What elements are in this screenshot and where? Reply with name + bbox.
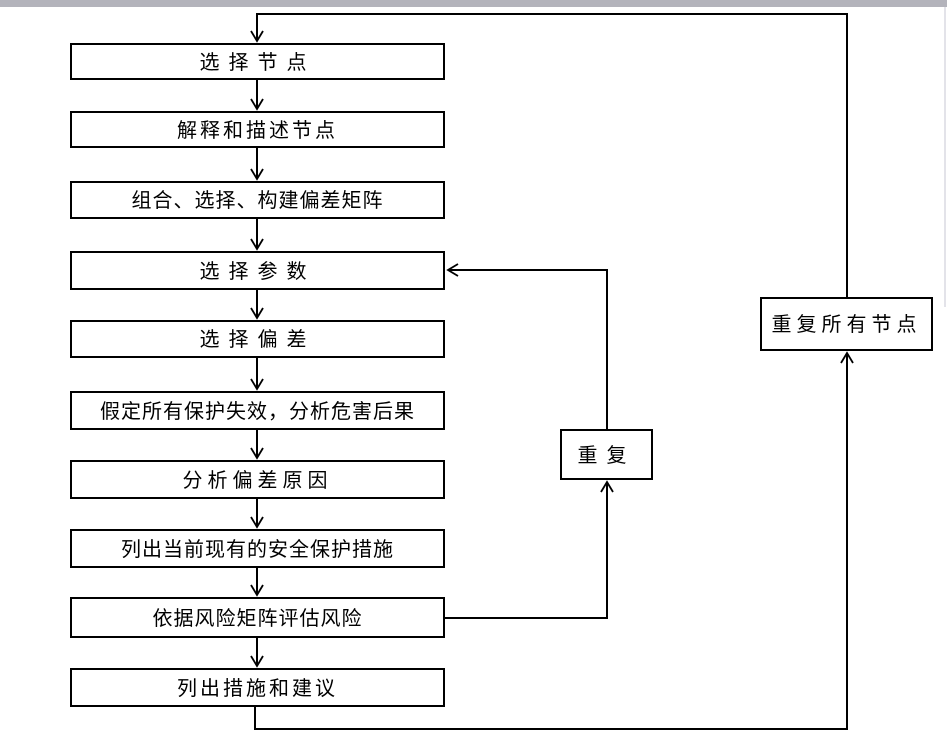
flow-arrows: [250, 13, 854, 730]
flow-step-select-parameter: 选择参数: [70, 251, 445, 290]
flow-step-label: 分析偏差原因: [182, 469, 333, 492]
arrow-step10-repeat-all: [254, 351, 854, 730]
flow-step-label: 组合、选择、构建偏差矩阵: [131, 190, 384, 212]
flow-step-label: 解释和描述节点: [177, 119, 338, 142]
arrow-step9-repeat: [445, 480, 614, 619]
flow-step-label: 假定所有保护失效，分析危害后果: [100, 400, 415, 423]
arrow-repeat-step4: [446, 263, 608, 429]
flow-step-assume-protection-failure: 假定所有保护失效，分析危害后果: [70, 391, 445, 430]
flow-step-explain-describe-node: 解释和描述节点: [70, 111, 445, 148]
flow-step-assess-risk-matrix: 依据风险矩阵评估风险: [70, 597, 445, 638]
flow-step-select-deviation: 选择偏差: [70, 320, 445, 358]
flow-step-build-deviation-matrix: 组合、选择、构建偏差矩阵: [70, 181, 445, 219]
window-top-edge: [0, 0, 947, 7]
flow-step-label: 列出当前现有的安全保护措施: [121, 538, 394, 561]
window-right-edge: [944, 7, 946, 307]
flow-step-label: 依据风险矩阵评估风险: [152, 607, 363, 630]
flow-step-label: 选择参数: [199, 260, 316, 283]
flow-step-list-existing-safeguards: 列出当前现有的安全保护措施: [70, 529, 445, 568]
flow-step-select-node: 选择节点: [70, 43, 445, 80]
flow-loop-label: 重复所有节点: [771, 314, 922, 336]
flow-step-label: 列出措施和建议: [177, 677, 338, 700]
flow-step-label: 选择偏差: [199, 329, 316, 351]
flow-loop-repeat: 重复: [560, 429, 653, 480]
flow-step-analyze-deviation-causes: 分析偏差原因: [70, 460, 445, 499]
flow-step-label: 选择节点: [199, 51, 316, 74]
flow-step-list-measures-suggestions: 列出措施和建议: [70, 668, 445, 707]
flow-loop-repeat-all-nodes: 重复所有节点: [760, 297, 933, 351]
arrow-repeat-all-step1: [250, 13, 848, 297]
flow-loop-label: 重复: [577, 444, 636, 467]
